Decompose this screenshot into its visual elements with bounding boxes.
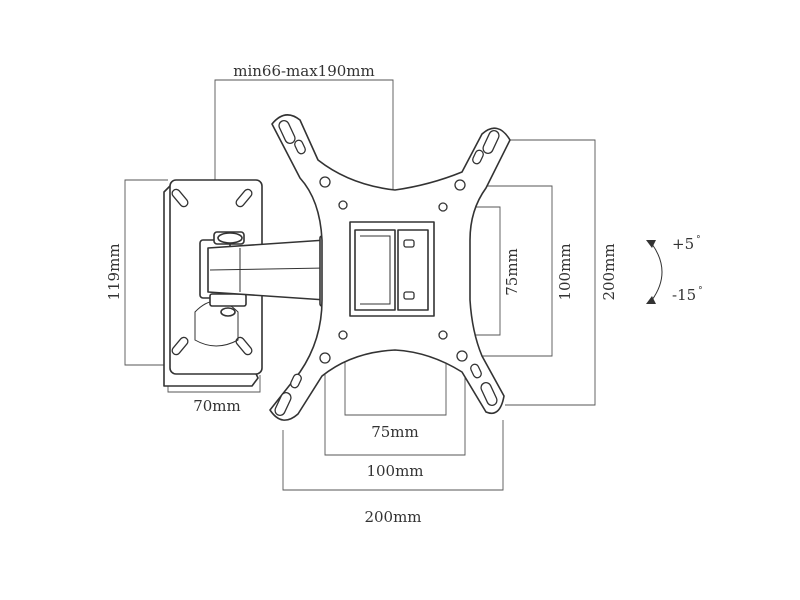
vesa-hole [319,176,331,188]
tilt-down-degree: ° [698,286,703,296]
wall-plate-height-label: 119mm [105,243,123,300]
vesa-200-horizontal-bracket [282,420,504,491]
vesa-100-vertical-bracket [465,185,553,357]
vesa-slot-top-left-inner [294,139,306,155]
labels: min66-max190mm 119mm 70mm 75mm 100mm 200… [105,62,703,526]
bracket-slot [403,291,415,300]
tilt-arrow-down-icon [646,296,656,304]
tilt-down-label: -15° [672,286,703,304]
wall-plate-slot [171,188,189,208]
hinge-pin [220,307,236,317]
vesa-100-horizontal-label: 100mm [366,462,423,480]
vesa-slot-bottom-left [274,392,292,416]
bracket-slot [403,239,415,248]
arm-extension-label: min66-max190mm [233,62,375,80]
tilt-up-value: +5 [672,235,694,253]
vesa-200-horizontal-label: 200mm [364,508,421,526]
wall-plate-slot [171,336,189,356]
center-bracket-channel [360,235,391,305]
wall-plate-cutout [194,300,239,347]
vesa-slot-top-left [278,120,296,144]
vesa-slot-top-right-inner [472,149,484,165]
vesa-hole [454,179,466,191]
vesa-hole [319,352,331,364]
tilt-arrow-up-icon [646,240,656,248]
tilt-up-degree: ° [696,235,701,245]
tilt-arc [651,243,663,301]
vesa-hole [438,330,448,340]
center-bracket-left [354,229,396,311]
vesa-hole [338,330,348,340]
vesa-200-vertical-label: 200mm [600,243,618,300]
vesa-hole [438,202,448,212]
vesa-75-horizontal-bracket [344,345,447,416]
tilt-down-value: -15 [672,286,696,304]
vesa-slot-bottom-left-inner [290,373,302,389]
vesa-75-horizontal-label: 75mm [371,423,419,441]
vesa-100-horizontal-bracket [324,360,466,456]
hinge-bottom-nut [209,293,247,307]
wall-plate-width-label: 70mm [193,397,241,415]
vesa-plate [269,114,511,421]
vesa-slot-bottom-right-inner [470,363,482,379]
arm-extension-bracket [214,79,394,190]
vesa-slot-top-right [482,130,500,154]
wall-plate [163,179,263,387]
vesa-100-vertical-label: 100mm [556,243,574,300]
wall-plate-slot [235,188,253,208]
arm-center-line [209,267,327,271]
tilt-indicator [646,240,663,304]
vesa-75-vertical-label: 75mm [503,248,521,296]
hinge-top-bolt [217,232,243,244]
vesa-hole [338,200,348,210]
wall-plate-height-bracket [124,179,168,366]
vesa-slot-bottom-right [480,382,498,406]
tilt-up-label: +5° [672,235,701,253]
vesa-hole [456,350,468,362]
vesa-200-vertical-bracket [485,139,596,406]
